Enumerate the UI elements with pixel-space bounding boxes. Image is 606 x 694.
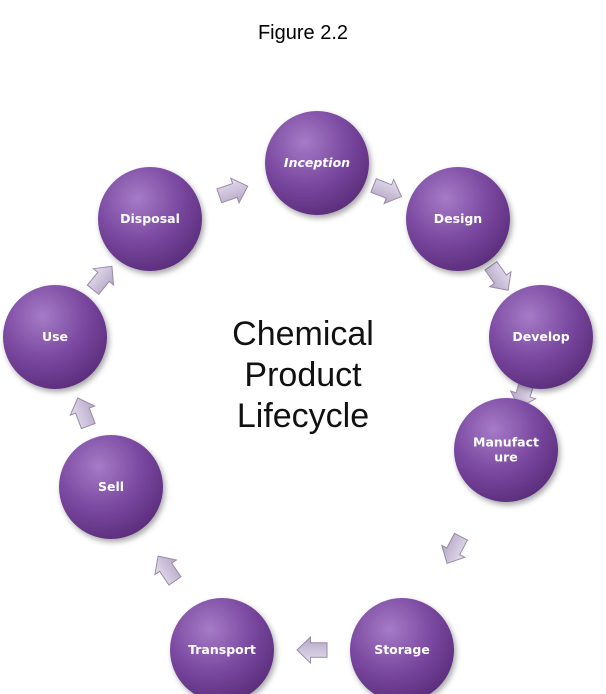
flow-arrow xyxy=(370,178,403,205)
stage-node-inception: Inception xyxy=(265,111,369,215)
stage-label: Disposal xyxy=(120,211,180,226)
stage-label: Develop xyxy=(512,329,569,344)
flow-arrow xyxy=(296,635,328,665)
flow-arrow xyxy=(86,265,115,295)
stage-label: Sell xyxy=(98,479,124,494)
stage-circle xyxy=(98,167,202,271)
flow-arrow xyxy=(484,260,512,291)
stage-circle xyxy=(59,435,163,539)
flow-arrow xyxy=(154,555,182,586)
stage-label: Storage xyxy=(374,642,430,657)
stage-node-develop: Develop xyxy=(489,285,593,389)
stage-circle xyxy=(454,398,558,502)
stage-circle xyxy=(406,167,510,271)
stage-label: Transport xyxy=(188,642,256,657)
stage-node-design: Design xyxy=(406,167,510,271)
stage-label: Use xyxy=(42,329,68,344)
center-label-line: Chemical xyxy=(232,315,374,353)
stage-label: Design xyxy=(434,211,482,226)
center-label-line: Product xyxy=(244,356,362,394)
figure-title: Figure 2.2 xyxy=(257,22,349,44)
stage-circle xyxy=(3,285,107,389)
stage-node-storage: Storage xyxy=(350,598,454,694)
stage-circle xyxy=(265,111,369,215)
flow-arrow xyxy=(216,177,249,205)
stage-label: Manufact xyxy=(473,435,539,450)
stage-circle xyxy=(350,598,454,694)
stage-circle xyxy=(170,598,274,694)
center-label-line: Lifecycle xyxy=(236,397,370,435)
flow-arrow xyxy=(440,532,469,564)
stage-circle xyxy=(489,285,593,389)
stage-node-transport: Transport xyxy=(170,598,274,694)
stage-label: ure xyxy=(494,450,518,465)
center-label: Chemical Product Lifecycle xyxy=(203,314,403,437)
stage-node-disposal: Disposal xyxy=(98,167,202,271)
stage-node-sell: Sell xyxy=(59,435,163,539)
stage-label: Inception xyxy=(284,155,350,170)
stage-node-use: Use xyxy=(3,285,107,389)
flow-arrow xyxy=(69,397,96,430)
